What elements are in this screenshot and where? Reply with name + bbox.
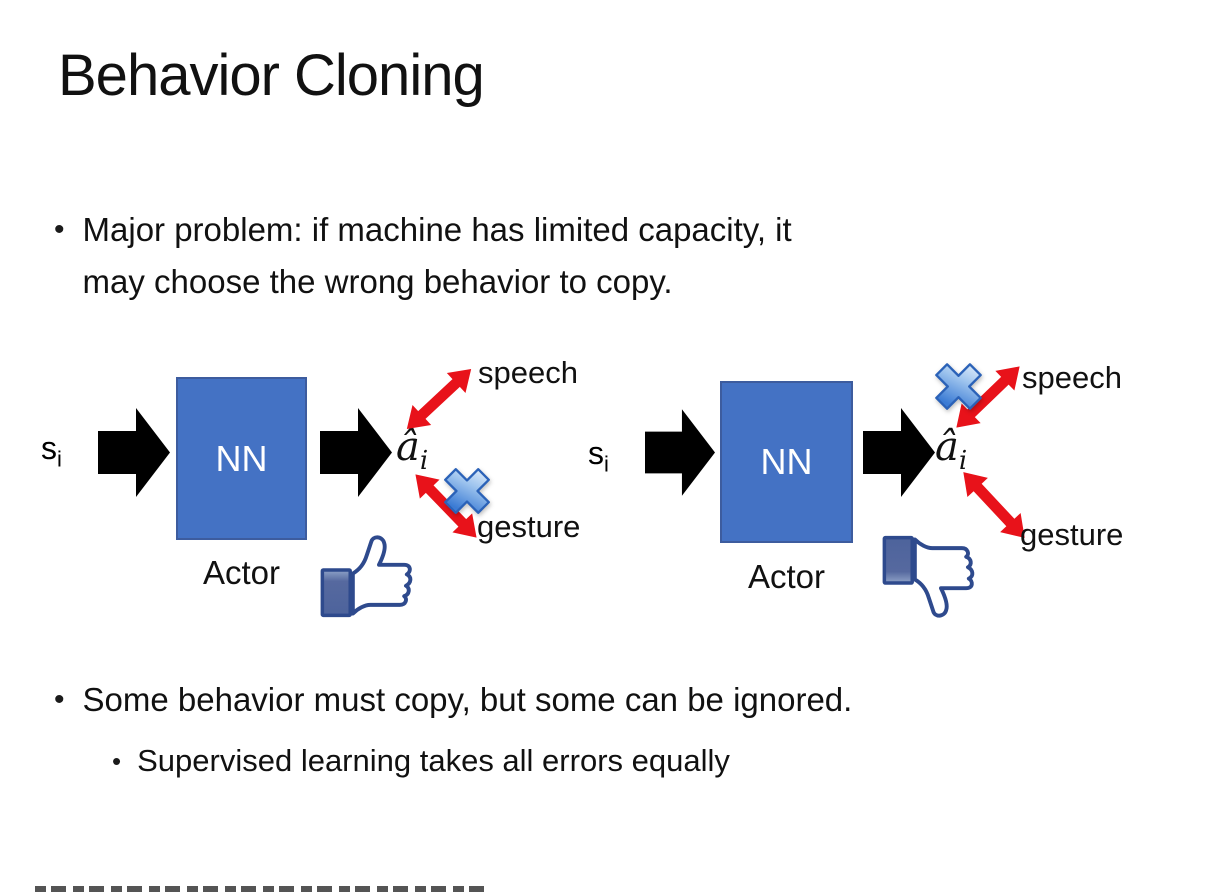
bullet-supervised-learning-text: Supervised learning takes all errors equ… <box>137 743 730 778</box>
double-arrow-icon <box>963 472 1025 538</box>
bullet-supervised-learning: • Supervised learning takes all errors e… <box>112 738 730 784</box>
nn-box-label: NN <box>760 441 813 482</box>
output-action-label: âi <box>935 424 968 476</box>
bullet-marker: • <box>112 746 122 776</box>
flow-arrow-icon <box>645 409 715 496</box>
flow-arrow-icon <box>98 408 170 497</box>
bullet-major-problem: • Major problem: if machine has limited … <box>54 204 1104 308</box>
actor-label: Actor <box>202 554 281 591</box>
double-arrow-icon <box>956 366 1020 428</box>
gesture-label: gesture <box>1020 517 1124 552</box>
speech-label: speech <box>1022 360 1122 395</box>
bullet-marker: • <box>54 683 65 716</box>
double-arrow-icon <box>406 368 472 430</box>
slide-title: Behavior Cloning <box>58 43 485 108</box>
cross-out-icon <box>444 468 490 514</box>
thumbs-up-icon <box>320 535 413 618</box>
nn-box: NN <box>176 377 307 540</box>
cross-out-icon <box>935 363 982 410</box>
speech-label: speech <box>478 355 578 390</box>
thumbs-down-icon <box>882 535 975 618</box>
nn-box-label: NN <box>215 437 268 479</box>
input-state-label: si <box>588 435 609 477</box>
gesture-label: gesture <box>477 509 581 544</box>
flow-arrow-icon <box>320 408 392 497</box>
bullet-marker: • <box>54 213 65 246</box>
actor-label: Actor <box>747 558 826 595</box>
nn-box: NN <box>720 381 853 543</box>
output-action-label: âi <box>396 424 429 476</box>
input-state-label: si <box>41 430 62 472</box>
cutoff-text-artifact <box>35 886 487 892</box>
flow-arrow-icon <box>863 408 935 497</box>
bullet-some-behavior: • Some behavior must copy, but some can … <box>54 674 1174 726</box>
bullet-major-problem-text: Major problem: if machine has limited ca… <box>82 211 792 300</box>
bullet-some-behavior-text: Some behavior must copy, but some can be… <box>82 681 853 718</box>
double-arrow-icon <box>415 474 477 538</box>
